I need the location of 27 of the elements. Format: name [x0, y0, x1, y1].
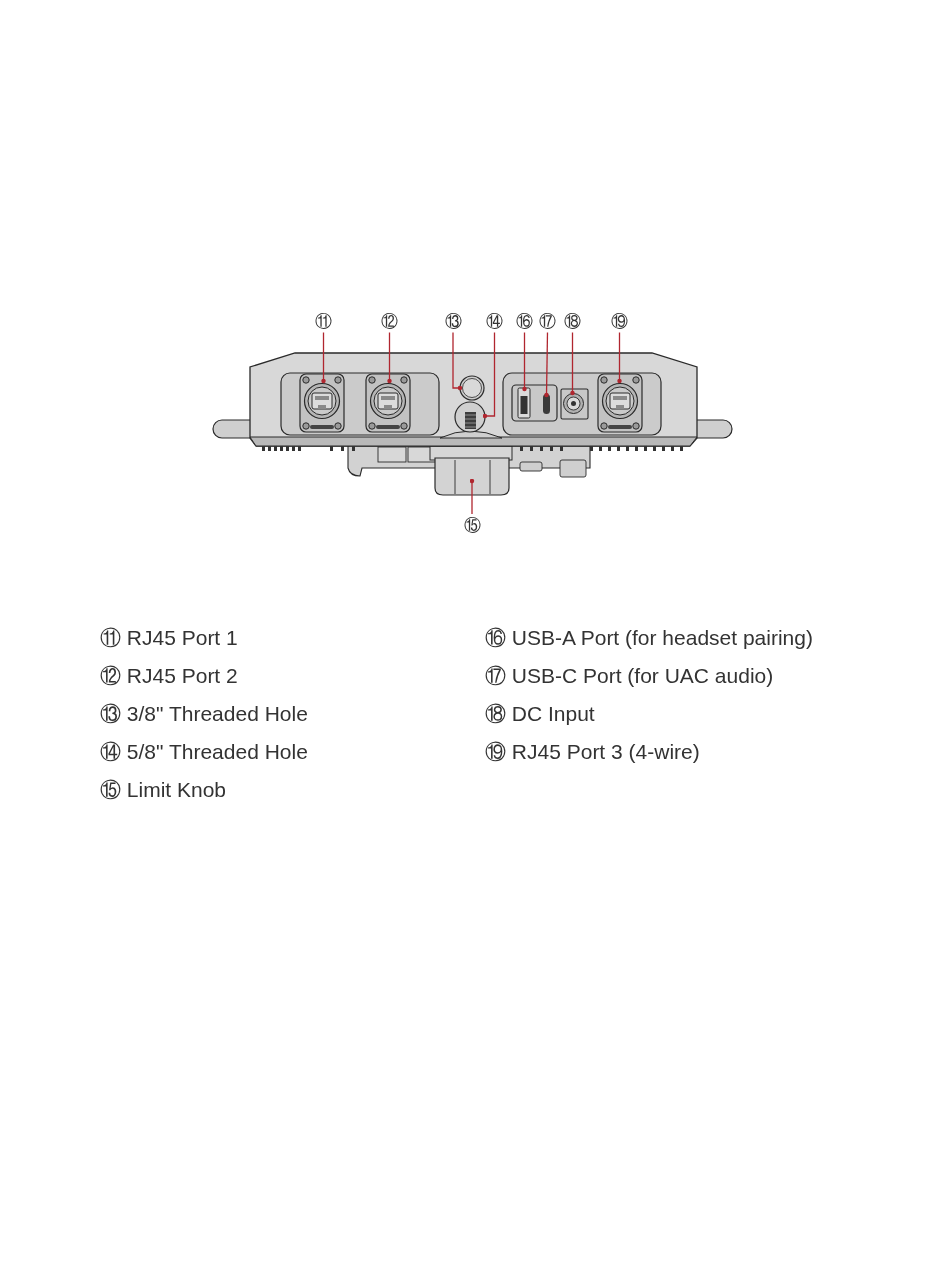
part-description: ⑰ USB-C Port (for UAC audio) [485, 663, 774, 689]
leader-line [452, 331, 463, 391]
leader-line [321, 331, 326, 384]
callout-number: ⑮ [461, 514, 483, 536]
part-description: ⑱ DC Input [485, 701, 595, 727]
callout-number: ⑬ [442, 310, 464, 333]
leader-line [570, 331, 575, 396]
leader-line [522, 331, 527, 392]
leader-line [469, 478, 475, 515]
part-description: ⑭ 5/8" Threaded Hole [100, 739, 308, 765]
part-description: ⑲ RJ45 Port 3 (4-wire) [485, 739, 700, 765]
callout-number: ⑯ [513, 310, 536, 333]
callout-number: ⑰ [536, 310, 559, 333]
part-description: ⑫ RJ45 Port 2 [100, 663, 238, 689]
callout-number: ⑪ [312, 310, 335, 333]
leader-line [617, 331, 622, 384]
leader-line [387, 331, 392, 384]
part-description: ⑯ USB-A Port (for headset pairing) [485, 625, 813, 651]
callout-number: ⑱ [561, 310, 584, 333]
callout-number: ⑭ [483, 310, 506, 333]
callout-number: ⑫ [378, 310, 401, 333]
leader-line [544, 331, 549, 398]
callout-number: ⑲ [608, 310, 631, 333]
part-description: ⑮ Limit Knob [100, 777, 227, 803]
leader-line [482, 331, 496, 419]
part-description: ⑪ RJ45 Port 1 [100, 625, 238, 651]
part-description: ⑬ 3/8" Threaded Hole [100, 701, 308, 727]
